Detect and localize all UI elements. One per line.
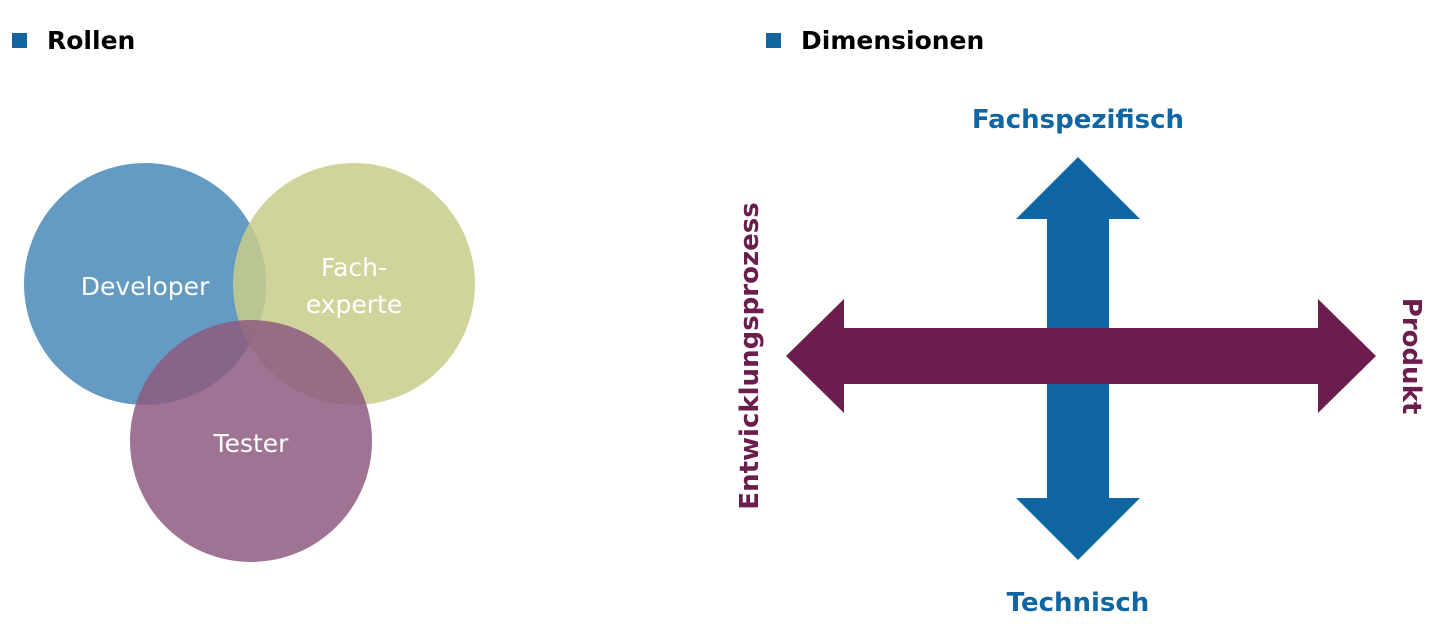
fachexperte-label-line2: experte — [306, 290, 402, 319]
square-bullet-icon — [766, 32, 781, 48]
tester-label: Tester — [213, 429, 290, 458]
dimension-left-label: Entwicklungsprozess — [735, 202, 765, 509]
roles-venn-diagram: Developer Fach- experte Tester — [24, 163, 475, 562]
dimension-bottom-label: Technisch — [1007, 588, 1150, 618]
developer-label: Developer — [81, 272, 210, 301]
dimensions-arrows: Fachspezifisch Technisch Entwicklungspro… — [735, 105, 1426, 618]
dimensionen-heading: Dimensionen — [766, 22, 984, 58]
dimension-right-label: Produkt — [1396, 298, 1426, 415]
fachexperte-label-line1: Fach- — [321, 253, 387, 282]
rollen-heading: Rollen — [12, 22, 135, 58]
horizontal-double-arrow — [786, 299, 1376, 413]
dimension-top-label: Fachspezifisch — [972, 105, 1184, 135]
tester-circle — [130, 320, 372, 562]
rollen-heading-text: Rollen — [47, 25, 136, 55]
square-bullet-icon — [12, 32, 27, 48]
dimensionen-heading-text: Dimensionen — [801, 25, 985, 55]
